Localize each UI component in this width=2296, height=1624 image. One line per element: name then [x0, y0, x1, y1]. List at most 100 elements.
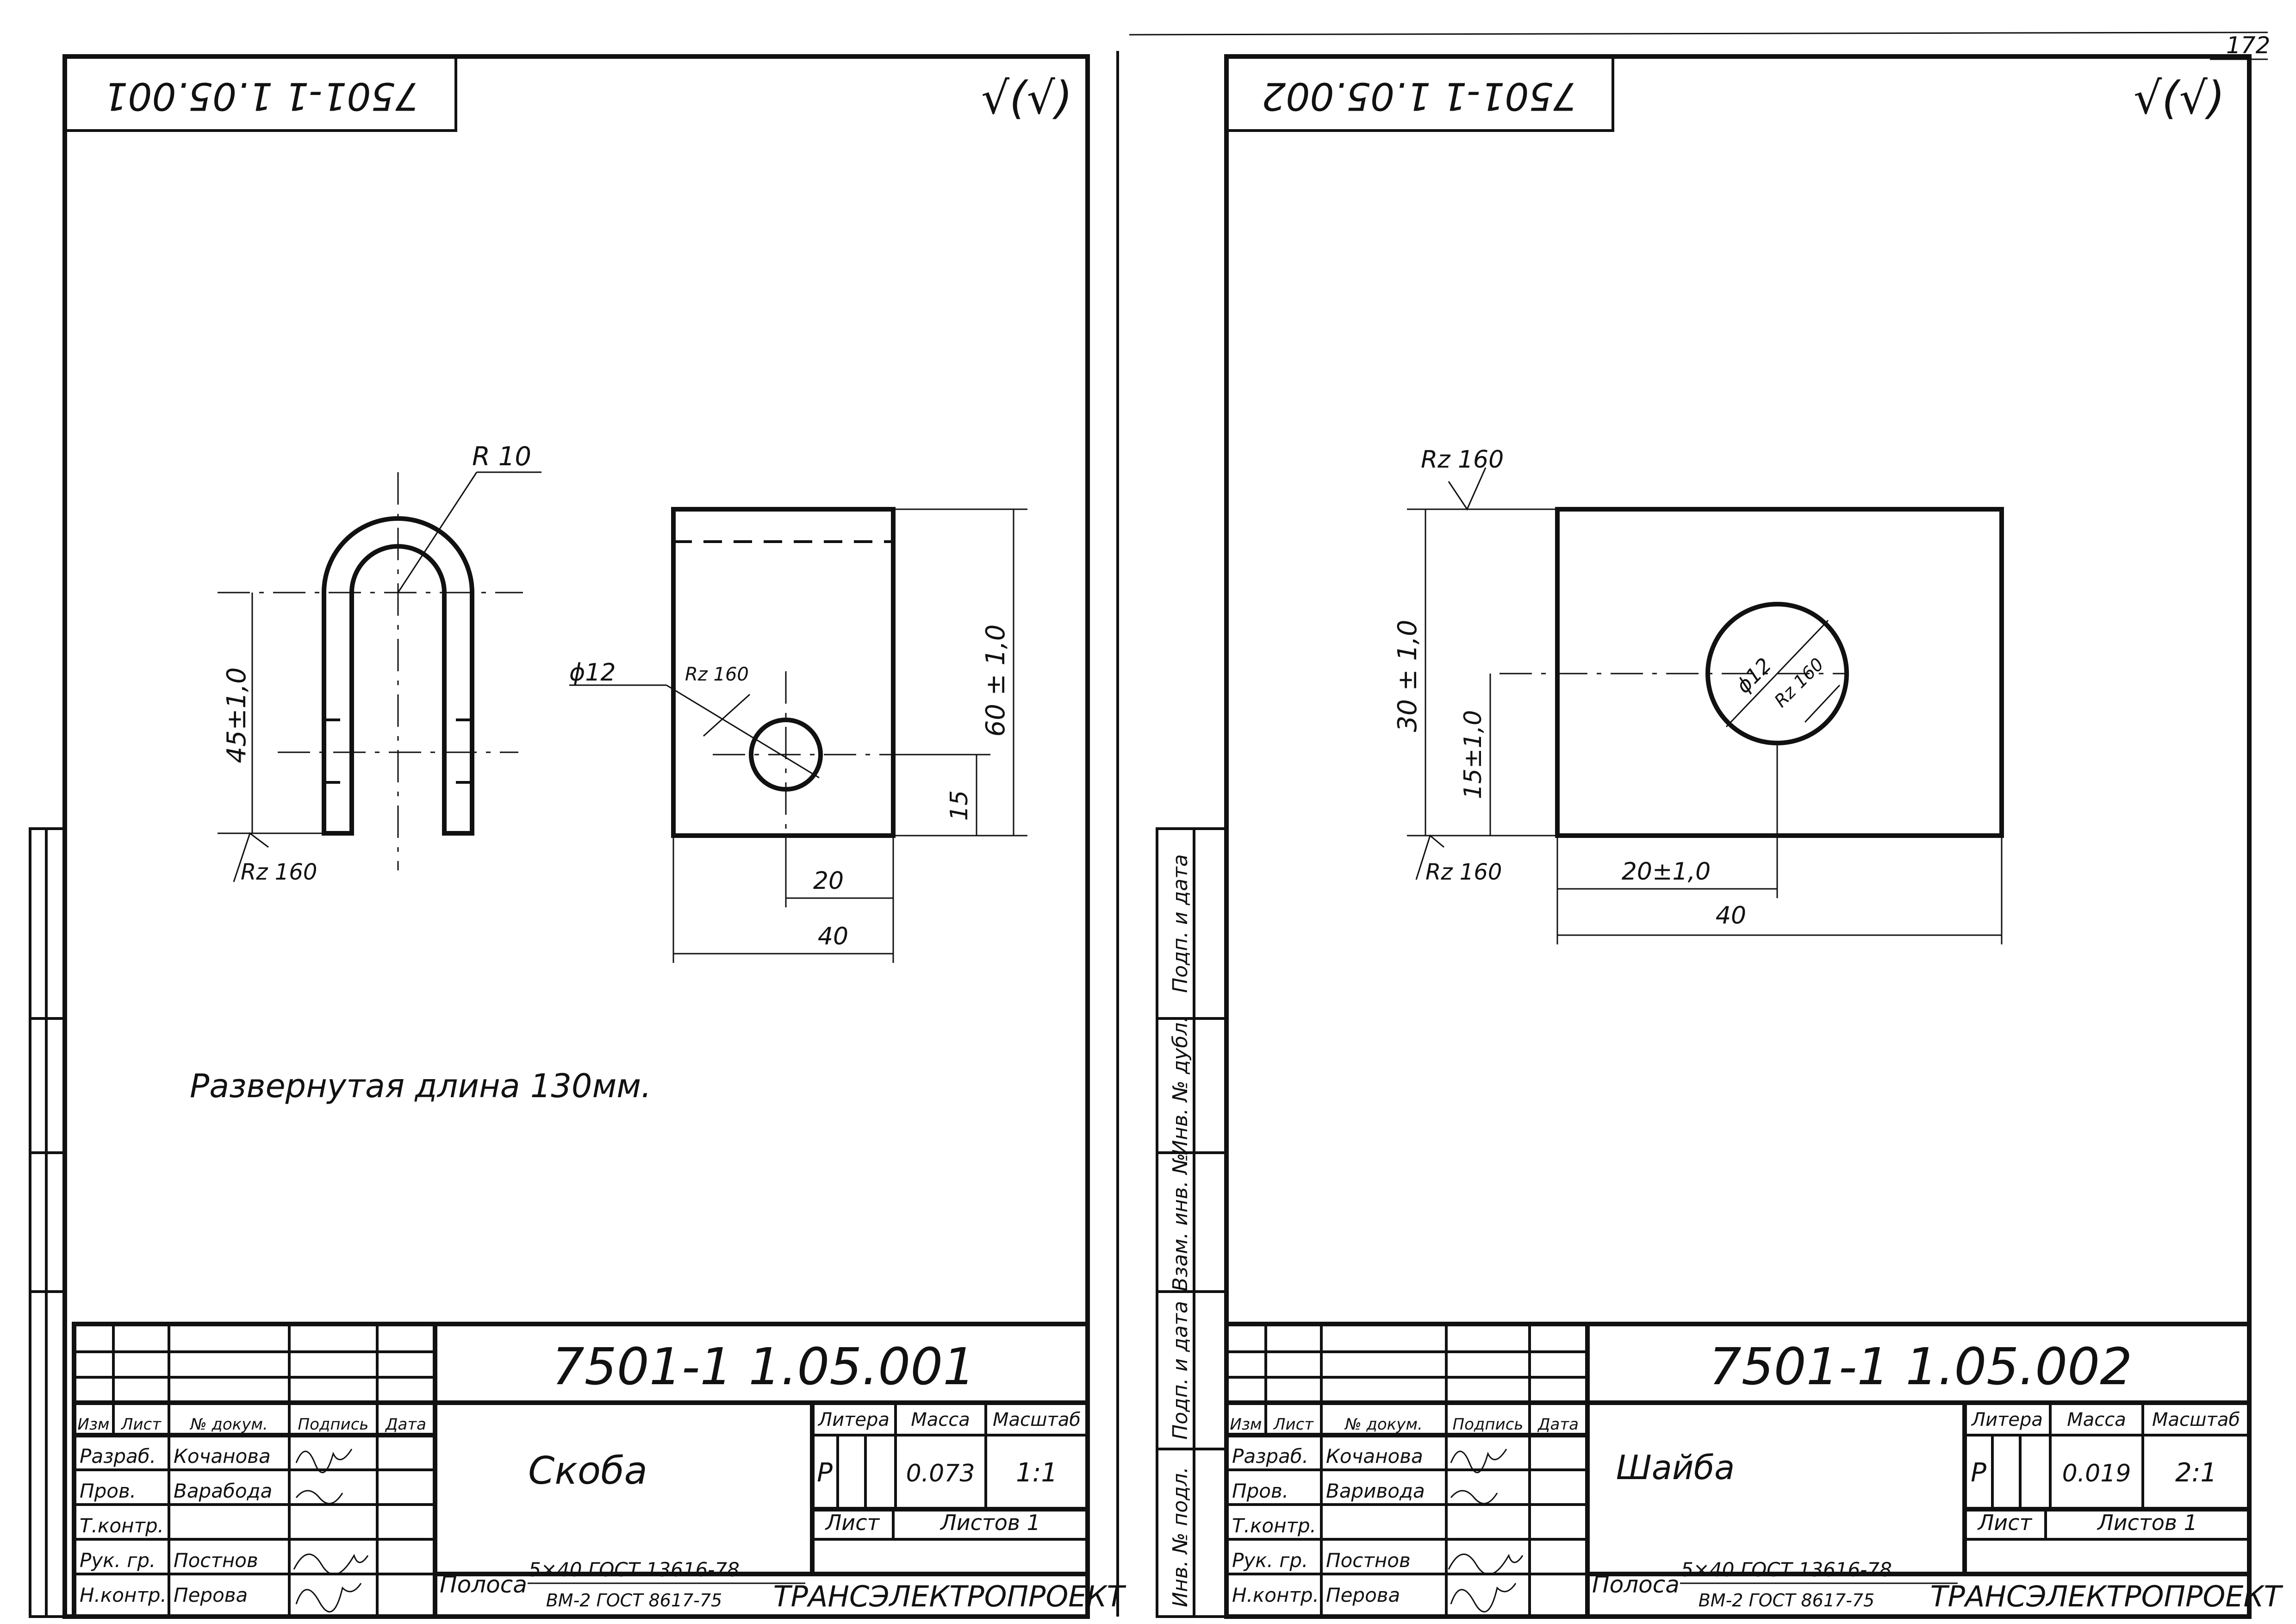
sheet-2-role-norm-control: Н.контр.	[1232, 1584, 1319, 1606]
sheet-2-litera: Р	[1971, 1458, 1986, 1488]
bracket-plate-view: ϕ12 Rz 160 60 ± 1,0 15 20 40	[569, 507, 1027, 963]
sheet-1-litera: Р	[817, 1458, 833, 1488]
sheet-1-litera-header: Литера	[817, 1409, 890, 1430]
sheet-1-material-line-1: 5×40 ГОСТ 13616-78	[529, 1558, 740, 1581]
sheet-2-header-izm: Изм	[1230, 1415, 1262, 1434]
sheet-1-name-developer: Кочанова	[174, 1445, 271, 1468]
sheet-1-corner-roughness: √(√)	[981, 72, 1072, 124]
signature-7	[1448, 1553, 1524, 1575]
sheet-1-role-norm-control: Н.контр.	[80, 1584, 167, 1606]
sheet-2-material-label: Полоса	[1592, 1571, 1680, 1598]
sheet-2-part-name: Шайба	[1616, 1448, 1735, 1487]
sheet-2-code-mirrored: 7501-1 1.05.002	[1262, 74, 1577, 118]
sheet-2-name-norm-control: Перова	[1326, 1584, 1400, 1606]
sheet-1-mass: 0.073	[906, 1460, 975, 1487]
sheet-2-role-checker: Пров.	[1232, 1480, 1288, 1502]
sheet-1-role-tech-control: Т.контр.	[80, 1514, 164, 1537]
plate-width-label: 40	[818, 923, 848, 950]
sheet-2-litera-header: Литера	[1971, 1409, 2043, 1430]
sheet-2-name-checker: Варивода	[1326, 1480, 1425, 1502]
sheet-2-role-group-head: Рук. гр.	[1232, 1549, 1308, 1572]
sheet-1-name-group-head: Постнов	[174, 1549, 258, 1572]
plate-hole-y-label: 15	[946, 790, 973, 821]
signature-8	[1450, 1583, 1517, 1612]
washer-width-label: 40	[1716, 902, 1746, 930]
sheet-1-scale-header: Масштаб	[993, 1409, 1081, 1430]
side-stamp-label-inv-original: Инв. № подл.	[1169, 1467, 1192, 1607]
washer-roughness-bottom-label: Rz 160	[1425, 859, 1502, 885]
sheet-1-code-box	[63, 55, 457, 132]
sheet-1-header-list: Лист	[120, 1415, 162, 1434]
side-stamp-label-sign-date-1: Подп. и дата	[1169, 1301, 1192, 1440]
washer-view: ϕ12 Rz 160 Rz 160 30 ± 1,0 15±1,0 Rz 160…	[1393, 446, 2004, 944]
bracket-roughness-label: Rz 160	[241, 859, 317, 885]
bracket-view: R 10 45±1,0 Rz 160	[218, 442, 541, 885]
sheet-2-side-stamp: Инв. № подл. Подп. и дата Взам. инв. № И…	[1156, 827, 1228, 1618]
plate-hole-label: ϕ12	[569, 659, 616, 687]
sheet-2-company: ТРАНСЭЛЕКТРОПРОЕКТ	[1930, 1580, 2284, 1613]
plate-height-label: 60 ± 1,0	[981, 625, 1011, 737]
sheet-1-header-sign: Подпись	[298, 1415, 369, 1434]
sheet-1-header-izm: Изм	[77, 1415, 109, 1434]
sheet-2-corner-roughness: √(√)	[2134, 72, 2225, 124]
sheet-2-title-block: 7501-1 1.05.002 Шайба Литера Масса Масшт…	[1224, 1322, 2284, 1619]
washer-hole-label: ϕ12	[1732, 654, 1776, 698]
bracket-radius-label: R 10	[472, 442, 531, 472]
sheet-2-header-list: Лист	[1273, 1415, 1314, 1434]
sheet-1-title-block: 7501-1 1.05.001 Скоба Литера Масса Масшт…	[72, 1322, 1126, 1619]
sheet-2-scale: 2:1	[2175, 1458, 2217, 1488]
side-stamp-label-replace-inv: Взам. инв. №	[1169, 1153, 1192, 1292]
sheet-2-mass-header: Масса	[2067, 1409, 2126, 1430]
sheet-1-part-name: Скоба	[528, 1449, 647, 1493]
sheet-2-role-developer: Разраб.	[1232, 1445, 1308, 1468]
sheet-1-name-checker: Варабода	[174, 1480, 272, 1502]
sheet-2-title-code: 7501-1 1.05.002	[1709, 1337, 2132, 1396]
washer-hole-y-label: 15±1,0	[1459, 710, 1487, 799]
sheet-1-material-line-2: ВМ-2 ГОСТ 8617-75	[546, 1590, 722, 1611]
sheet-2-material-line-2: ВМ-2 ГОСТ 8617-75	[1699, 1590, 1875, 1611]
sheet-1-company: ТРАНСЭЛЕКТРОПРОЕКТ	[773, 1580, 1126, 1613]
sheet-1-sheet-label: Лист	[825, 1510, 880, 1535]
sheet-2-header-date: Дата	[1537, 1415, 1579, 1434]
washer-height-label: 30 ± 1,0	[1393, 620, 1423, 732]
sheet-1-name-norm-control: Перова	[174, 1584, 248, 1606]
sheet-1-mass-header: Масса	[911, 1409, 970, 1430]
washer-hole-roughness-label: Rz 160	[1770, 654, 1828, 712]
sheet-2-name-group-head: Постнов	[1326, 1549, 1411, 1572]
signature-5	[1450, 1449, 1507, 1474]
sheet-2-name-developer: Кочанова	[1326, 1445, 1423, 1468]
sheet-2-sheets-count: Листов 1	[2097, 1510, 2197, 1535]
side-stamp-label-inv-duplicate: Инв. № дубл.	[1169, 1016, 1192, 1155]
drawing-sheet-2: 7501-1 1.05.002 √(√) ϕ12 Rz 160 Rz 160 3…	[1156, 54, 2284, 1619]
sheet-1-header-doc: № докум.	[189, 1415, 268, 1434]
sheet-2-role-tech-control: Т.контр.	[1232, 1514, 1316, 1537]
sheet-1-title-code: 7501-1 1.05.001	[552, 1337, 975, 1396]
sheet-2-sheet-label: Лист	[1977, 1510, 2033, 1535]
sheet-1-scale: 1:1	[1016, 1458, 1058, 1488]
sheet-1-role-developer: Разраб.	[80, 1445, 156, 1468]
signature-3	[293, 1553, 369, 1575]
side-stamp-label-sign-date-2: Подп. и дата	[1169, 854, 1192, 993]
drawing-sheet-1: 7501-1 1.05.001 √(√) R 10 45±1,0 Rz 160	[62, 54, 1126, 1619]
bracket-height-label: 45±1,0	[222, 667, 252, 763]
plate-hole-x-label: 20	[813, 867, 844, 895]
signature-2	[295, 1490, 343, 1505]
sheet-1-material-label: Полоса	[440, 1571, 527, 1598]
sheet-1-code-mirrored: 7501-1 1.05.001	[104, 74, 419, 118]
sheet-1-sheets-count: Листов 1	[940, 1510, 1040, 1535]
sheet-2-mass: 0.019	[2062, 1460, 2131, 1487]
signature-6	[1450, 1490, 1498, 1505]
sheet-1-role-checker: Пров.	[80, 1480, 136, 1502]
signature-1	[295, 1449, 353, 1474]
washer-roughness-top-label: Rz 160	[1421, 446, 1504, 474]
sheet-1-note: Развернутая длина 130мм.	[190, 1067, 651, 1105]
sheet-2-material-line-1: 5×40 ГОСТ 13616-78	[1681, 1558, 1892, 1581]
washer-hole-x-label: 20±1,0	[1622, 858, 1711, 886]
sheet-1-header-date: Дата	[385, 1415, 426, 1434]
sheet-2-scale-header: Масштаб	[2152, 1409, 2240, 1430]
sheet-2-code-box	[1225, 55, 1614, 132]
sheet-2-header-doc: № докум.	[1344, 1415, 1423, 1434]
sheet-2-header-sign: Подпись	[1453, 1415, 1524, 1434]
sheet-1-role-group-head: Рук. гр.	[80, 1549, 156, 1572]
